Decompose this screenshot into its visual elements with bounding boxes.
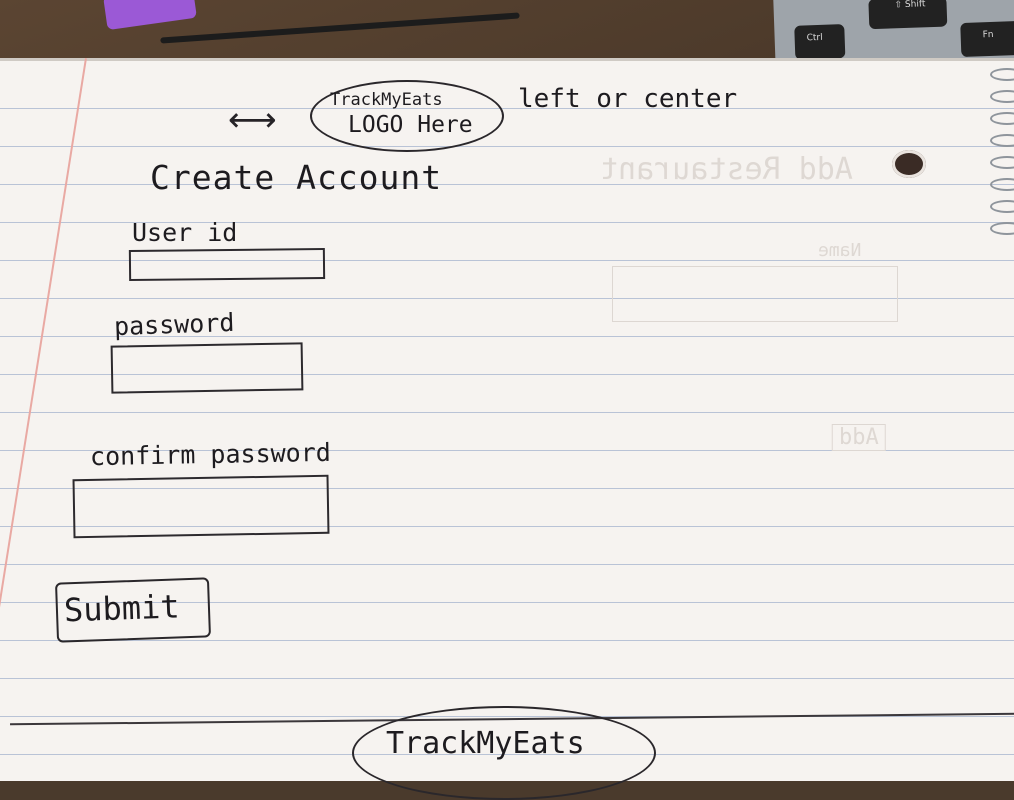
coil <box>990 68 1014 81</box>
password-input[interactable] <box>110 342 304 394</box>
shift-key: ⇧ Shift <box>868 0 948 30</box>
coil <box>990 200 1014 213</box>
bleed-through-input <box>612 266 898 322</box>
confirm-password-label: confirm password <box>89 437 332 472</box>
footer-logo-text: TrackMyEats <box>386 726 585 761</box>
password-label: password <box>113 307 235 342</box>
coil <box>990 90 1014 103</box>
coil <box>990 222 1014 235</box>
bleed-through-add-button: Add <box>832 424 886 451</box>
page-title: Create Account <box>150 158 443 197</box>
coil <box>990 134 1014 147</box>
coil <box>990 156 1014 169</box>
coil <box>990 112 1014 125</box>
notebook-page <box>0 58 1014 781</box>
spiral-binding <box>990 68 1014 258</box>
left-right-arrow-icon: ⟷ <box>228 100 277 140</box>
submit-button[interactable]: Submit <box>54 577 212 643</box>
logo-caption: LOGO Here <box>348 112 473 138</box>
fn-key: Fn <box>960 20 1014 58</box>
placement-note: left or center <box>518 84 738 114</box>
bleed-through-heading: Add Restaurant <box>600 152 853 187</box>
submit-button-label: Submit <box>63 587 181 630</box>
userid-label: User id <box>132 218 238 247</box>
confirm-password-input[interactable] <box>72 474 330 539</box>
punch-hole <box>892 150 926 178</box>
logo-placeholder <box>310 80 504 152</box>
ctrl-key: Ctrl <box>794 24 846 60</box>
bleed-through-name-label: Name <box>818 240 862 261</box>
userid-input[interactable] <box>128 247 326 282</box>
coil <box>990 178 1014 191</box>
logo-name: TrackMyEats <box>330 90 443 110</box>
